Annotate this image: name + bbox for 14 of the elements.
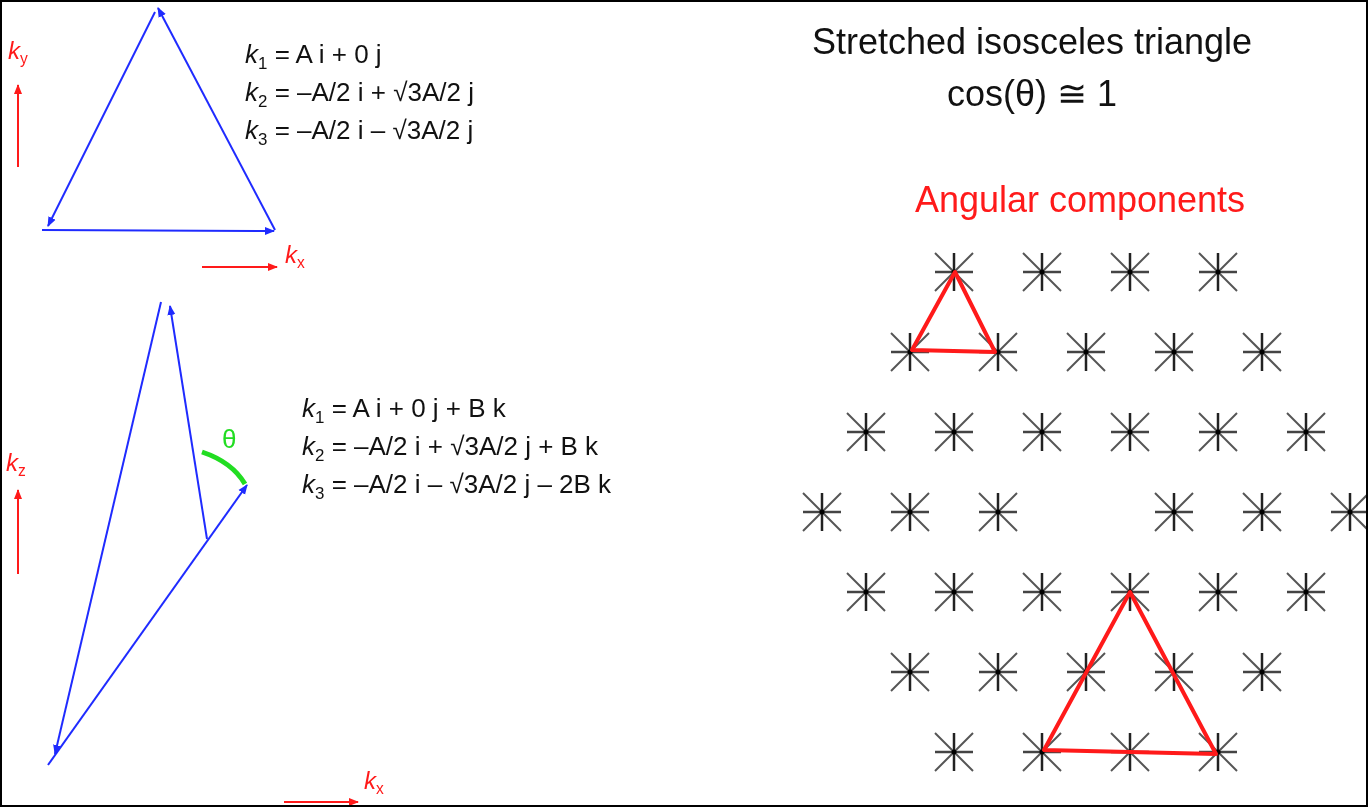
axis-label: k$_{x}$ [285,242,305,269]
axis-label: k$_{y}$ [8,38,28,65]
axis-label: k$_{x}$ [364,768,384,795]
equation: k$_{2}$ = –A/2 i + √3A/2 j [245,78,474,107]
subtitle: cos(θ) ≅ 1 [947,74,1117,114]
equation: k$_{2}$ = –A/2 i + √3A/2 j + B k [302,432,599,461]
angle-label: θ [222,425,237,454]
heading: Stretched isosceles triangle [811,22,1253,62]
equation: k$_{3}$ = –A/2 i – √3A/2 j [245,116,474,145]
axis-label: k$_{z}$ [6,450,26,477]
section-heading: Angular components [914,180,1246,220]
equation: k$_{1}$ = A i + 0 j + B k [302,394,506,423]
equation: k$_{3}$ = –A/2 i – √3A/2 j – 2B k [302,470,612,499]
equation: k$_{1}$ = A i + 0 j [245,40,382,69]
